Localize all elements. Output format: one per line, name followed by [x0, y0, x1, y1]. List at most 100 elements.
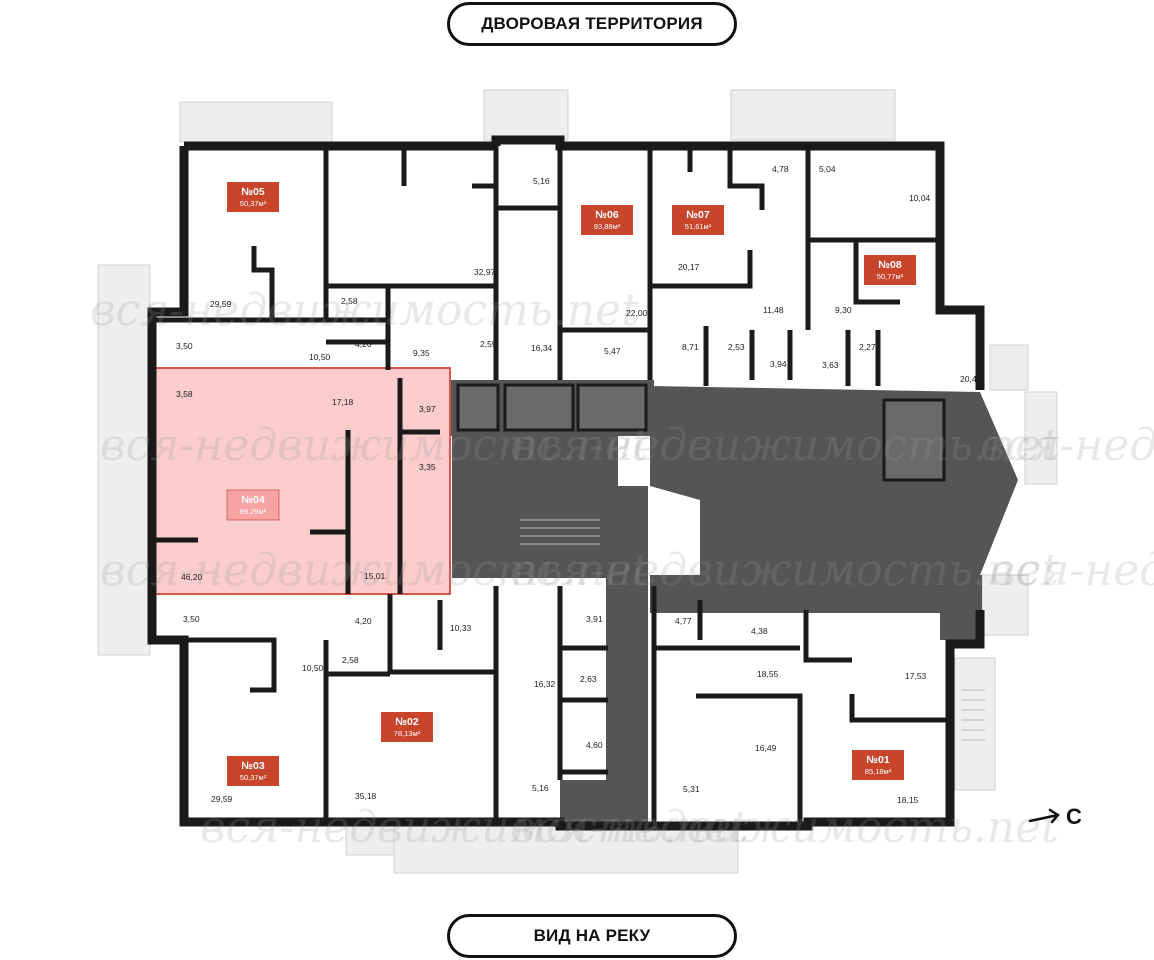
room-area-label: 22,00: [626, 308, 648, 318]
apartment-area: 50,77м²: [877, 272, 904, 281]
badge-box: [227, 756, 279, 786]
room-area-label: 46,20: [181, 572, 203, 582]
room-area-label: 20,49: [960, 374, 982, 384]
room-area-label: 5,31: [683, 784, 700, 794]
watermark: вся-недвижимость.net: [980, 420, 1154, 471]
watermark: вся-недвижимость.net: [990, 545, 1154, 596]
room-areas: 5,16 32,97 29,59 2,58 4,20 3,50 10,50 9,35 2,59 1…: [176, 164, 982, 805]
apartment-badges: №0550,37м²№0693,88м²№0751,61м²№0850,77м²…: [226, 182, 916, 786]
room-area-label: 9,35: [413, 348, 430, 358]
room-area-label: 17,53: [905, 671, 927, 681]
badge-box: [581, 205, 633, 235]
apartment-area: 78,13м²: [394, 729, 421, 738]
room-area-label: 4,77: [675, 616, 692, 626]
room-area-label: 20,17: [678, 262, 700, 272]
walls: [147, 135, 985, 831]
watermark: вся-недвижимость.net: [200, 802, 749, 853]
room-area-label: 2,63: [580, 674, 597, 684]
room-area-label: 3,91: [586, 614, 603, 624]
room-area-label: 8,71: [682, 342, 699, 352]
elevators: [456, 383, 946, 482]
room-area-label: 2,53: [728, 342, 745, 352]
badge-box: [381, 712, 433, 742]
room-area-label: 4,60: [586, 740, 603, 750]
watermark: вся-недвижимость.net: [510, 545, 1059, 596]
room-area-label: 17,18: [332, 397, 354, 407]
room-area-label: 29,59: [210, 299, 232, 309]
room-area-label: 2,27: [859, 342, 876, 352]
watermarks: вся-недвижимость.net вся-недвижимость.ne…: [90, 285, 1154, 853]
badge-box: [852, 750, 904, 780]
room-area-label: 18,55: [757, 669, 779, 679]
room-area-label: 3,58: [176, 389, 193, 399]
room-area-label: 4,20: [355, 616, 372, 626]
apartment-number: №07: [686, 209, 710, 221]
apartment-area: 93,88м²: [594, 222, 621, 231]
room-area-label: 4,20: [355, 339, 372, 349]
north-indicator: С: [1028, 804, 1082, 830]
room-area-label: 3,94: [770, 359, 787, 369]
river-view-label: ВИД НА РЕКУ: [447, 914, 737, 958]
apartment-number: №08: [878, 259, 902, 271]
apartment-number: №06: [595, 209, 619, 221]
watermark: вся-недвижимость.net: [510, 802, 1059, 853]
room-area-label: 3,50: [183, 614, 200, 624]
stairs: [520, 519, 985, 741]
badge-box: [864, 255, 916, 285]
room-area-label: 5,47: [604, 346, 621, 356]
badge-box: [227, 182, 279, 212]
apartment-area: 50,37м²: [240, 199, 267, 208]
room-area-label: 3,63: [822, 360, 839, 370]
apartment-area: 85,18м²: [865, 767, 892, 776]
watermark: вся-недвижимость.net: [100, 545, 649, 596]
room-area-label: 10,33: [450, 623, 472, 633]
badge-box: [672, 205, 724, 235]
room-area-label: 10,50: [302, 663, 324, 673]
compass-letter: С: [1066, 804, 1082, 829]
watermark: вся-недвижимость.net: [100, 420, 649, 471]
room-area-label: 3,35: [419, 462, 436, 472]
room-area-label: 2,58: [342, 655, 359, 665]
room-area-label: 16,32: [534, 679, 556, 689]
badge-box: [226, 489, 280, 521]
room-area-label: 4,78: [772, 164, 789, 174]
room-area-label: 15,01: [364, 571, 386, 581]
room-area-label: 29,59: [211, 794, 233, 804]
room-area-label: 3,97: [419, 404, 436, 414]
apartment-number: №03: [241, 760, 265, 772]
room-area-label: 10,04: [909, 193, 931, 203]
room-area-label: 2,58: [341, 296, 358, 306]
room-area-label: 4,38: [751, 626, 768, 636]
room-area-label: 9,30: [835, 305, 852, 315]
room-area-label: 10,50: [309, 352, 331, 362]
apartment-number: №05: [241, 186, 265, 198]
room-area-label: 18,15: [897, 795, 919, 805]
apartment-number: №04: [241, 494, 265, 506]
watermark: вся-недвижимость.net: [90, 285, 639, 336]
apartment-number: №02: [395, 716, 419, 728]
room-area-label: 5,16: [532, 783, 549, 793]
arrow-right-icon: [1028, 808, 1060, 824]
room-area-label: 3,50: [176, 341, 193, 351]
watermark: вся-недвижимость.net: [510, 420, 1059, 471]
room-area-label: 35,18: [355, 791, 377, 801]
courtyard-label: ДВОРОВАЯ ТЕРРИТОРИЯ: [447, 2, 737, 46]
apartment-area: 89,29м²: [240, 507, 267, 516]
apartment-area: 51,61м²: [685, 222, 712, 231]
room-area-label: 32,97: [474, 267, 496, 277]
room-area-label: 11,48: [763, 305, 784, 315]
apartment-area: 50,37м²: [240, 773, 267, 782]
room-area-label: 2,59: [480, 339, 497, 349]
room-area-label: 16,49: [755, 743, 777, 753]
room-area-label: 16,34: [531, 343, 553, 353]
balconies: [97, 89, 1058, 874]
